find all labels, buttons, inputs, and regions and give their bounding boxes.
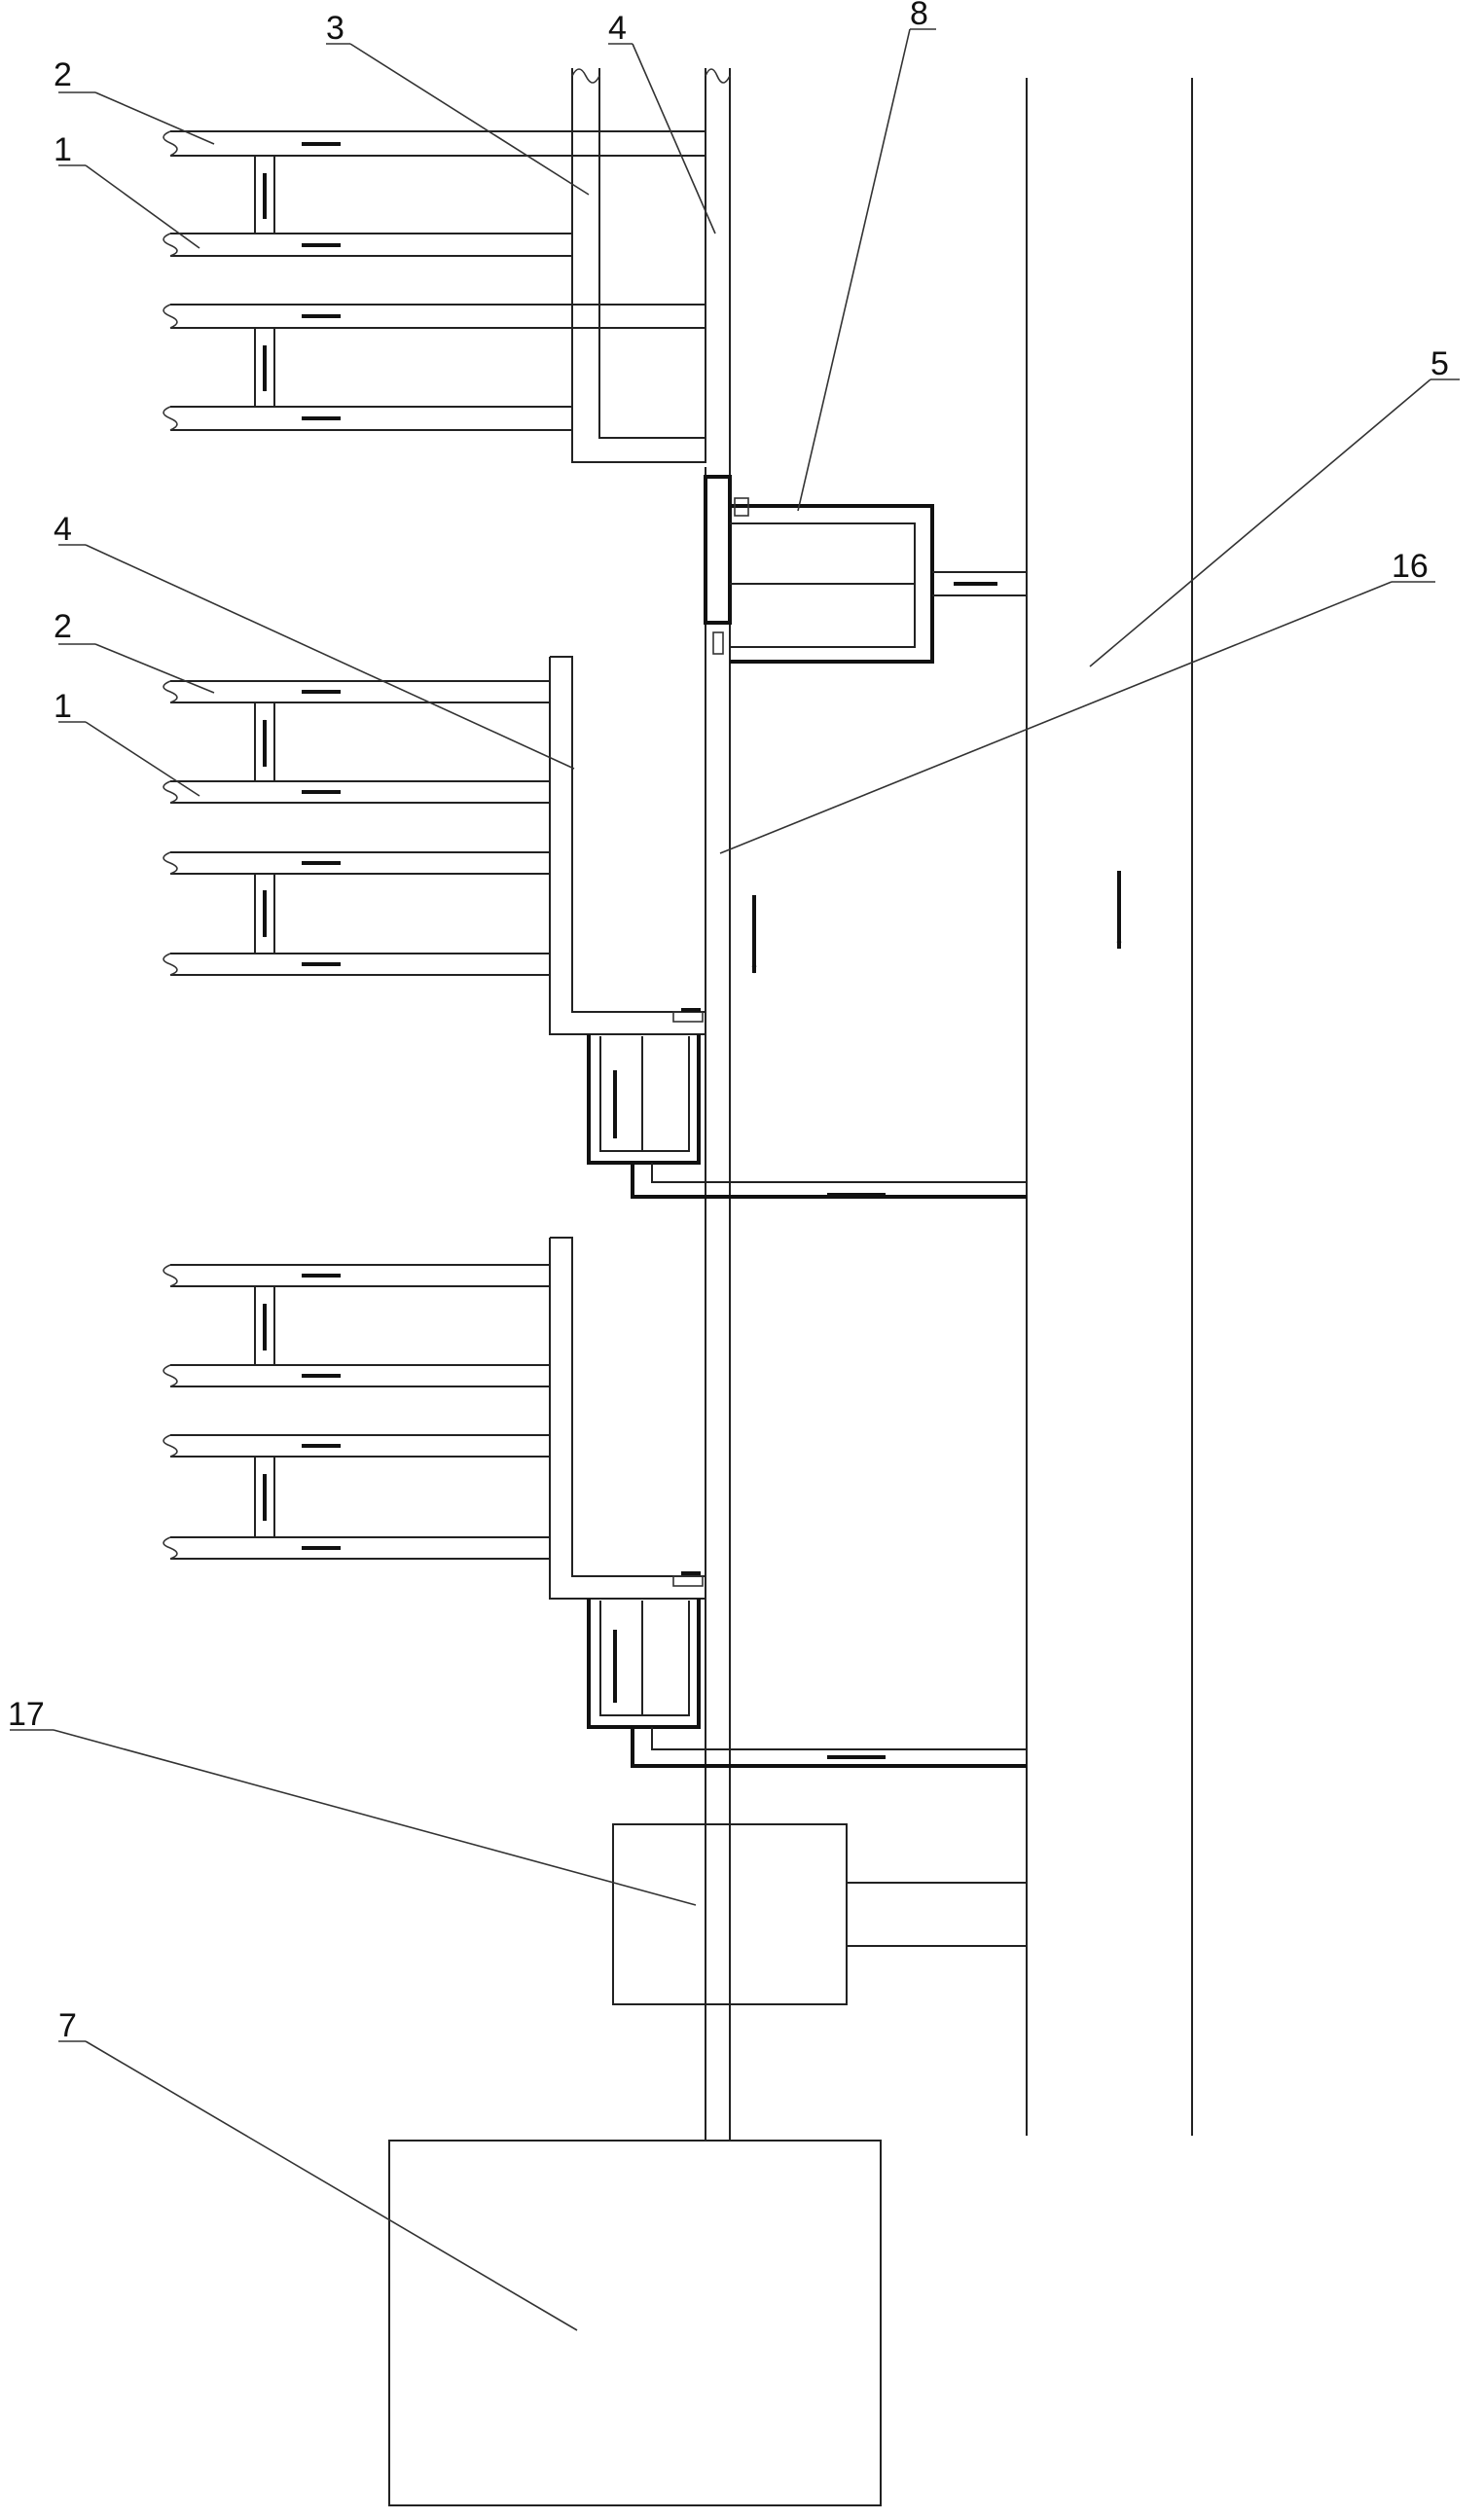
middle-manifold-4 bbox=[549, 656, 706, 1035]
device-8 bbox=[704, 475, 1027, 664]
label-17: 17 bbox=[8, 1696, 45, 1733]
label-2-top: 2 bbox=[54, 56, 72, 93]
label-8: 8 bbox=[910, 0, 928, 32]
label-5: 5 bbox=[1430, 345, 1449, 382]
top-column-4 bbox=[705, 68, 731, 467]
label-7: 7 bbox=[58, 2007, 77, 2044]
top-manifold-3 bbox=[571, 68, 706, 463]
label-1-middle: 1 bbox=[54, 688, 72, 725]
main-channel-5 bbox=[1026, 78, 1193, 2136]
unit-17 bbox=[612, 1823, 1027, 2005]
label-16: 16 bbox=[1392, 548, 1429, 585]
label-4-top: 4 bbox=[608, 10, 627, 47]
lower-tank bbox=[587, 1571, 1027, 1768]
vertical-conduit-16 bbox=[705, 467, 757, 2141]
top-pipe-group bbox=[163, 130, 706, 431]
label-2-middle: 2 bbox=[54, 608, 72, 645]
label-3: 3 bbox=[326, 10, 344, 47]
middle-pipe-group bbox=[163, 680, 550, 976]
callout-labels: 2 1 3 4 8 5 4 16 2 1 17 7 bbox=[8, 0, 1449, 2044]
leader-lines bbox=[10, 28, 1460, 2331]
middle-tank bbox=[587, 1008, 1027, 1199]
unit-7 bbox=[388, 2140, 882, 2506]
lower-pipe-group bbox=[163, 1264, 550, 1560]
lower-manifold bbox=[549, 1237, 706, 1600]
label-1-top: 1 bbox=[54, 131, 72, 168]
label-4-middle: 4 bbox=[54, 511, 72, 548]
